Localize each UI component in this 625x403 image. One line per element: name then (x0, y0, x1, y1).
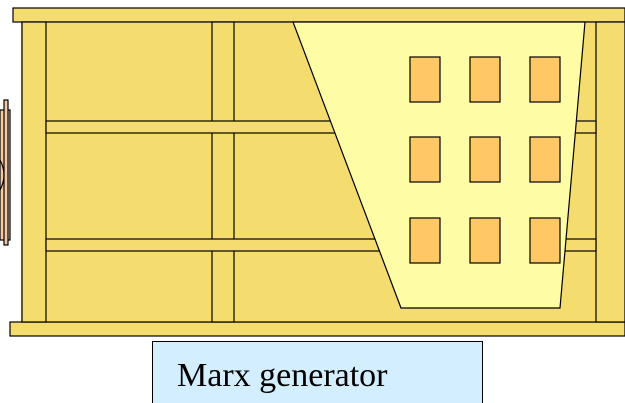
stage-block (409, 217, 441, 264)
post-left (21, 21, 47, 323)
stage-block (469, 56, 501, 103)
stage-block (529, 217, 561, 264)
caption-label: Marx generator (177, 357, 388, 394)
stage-block (469, 136, 501, 183)
stage-block (409, 56, 441, 103)
stage-block (529, 136, 561, 183)
top-rail (12, 7, 625, 23)
stage-block (409, 136, 441, 183)
stage-block (469, 217, 501, 264)
capacitor-stages (409, 56, 561, 264)
post-right (595, 21, 625, 323)
post-middle (211, 21, 235, 323)
side-flange (0, 99, 11, 246)
caption-box: Marx generator (152, 341, 483, 403)
stage-block (529, 56, 561, 103)
bottom-rail (9, 321, 625, 337)
